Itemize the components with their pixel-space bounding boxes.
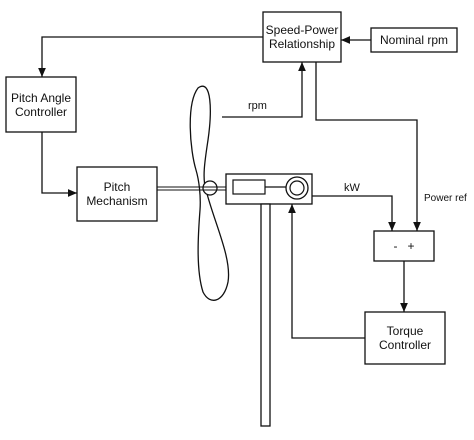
generator-inner-shape (289, 180, 305, 196)
summing-junction-label: - + (393, 239, 415, 253)
pitch-angle-controller-label: Pitch Angle Controller (10, 90, 72, 119)
nominal-rpm-block (370, 27, 458, 53)
arrow-power-ref (315, 62, 421, 231)
speed-power-label: Speed-Power Relationship (265, 23, 339, 51)
nominal-rpm-label: Nominal rpm (379, 33, 448, 47)
pitch-angle-controller-block (5, 76, 77, 133)
rpm-signal-label: rpm (248, 100, 267, 112)
arrow-rpm-feedback (222, 61, 306, 118)
power-ref-signal-label: Power ref (424, 193, 467, 204)
tower-shape (260, 203, 271, 427)
arrow-pitchangle-to-mechanism (41, 132, 77, 197)
kw-signal-label: kW (344, 182, 360, 194)
pitch-mechanism-block (76, 166, 158, 222)
arrow-kw (312, 195, 396, 231)
arrow-speedpower-to-pitchangle (38, 36, 263, 77)
speed-power-block (262, 11, 342, 63)
torque-controller-label: Torque Controller (378, 324, 432, 352)
gearbox-shape (232, 179, 266, 195)
arrow-torque-to-generator (288, 204, 365, 339)
rotor-hub-shape (202, 180, 218, 196)
turbine-blade-shape (189, 85, 230, 301)
pitch-mechanism-label: Pitch Mechanism (86, 180, 148, 208)
